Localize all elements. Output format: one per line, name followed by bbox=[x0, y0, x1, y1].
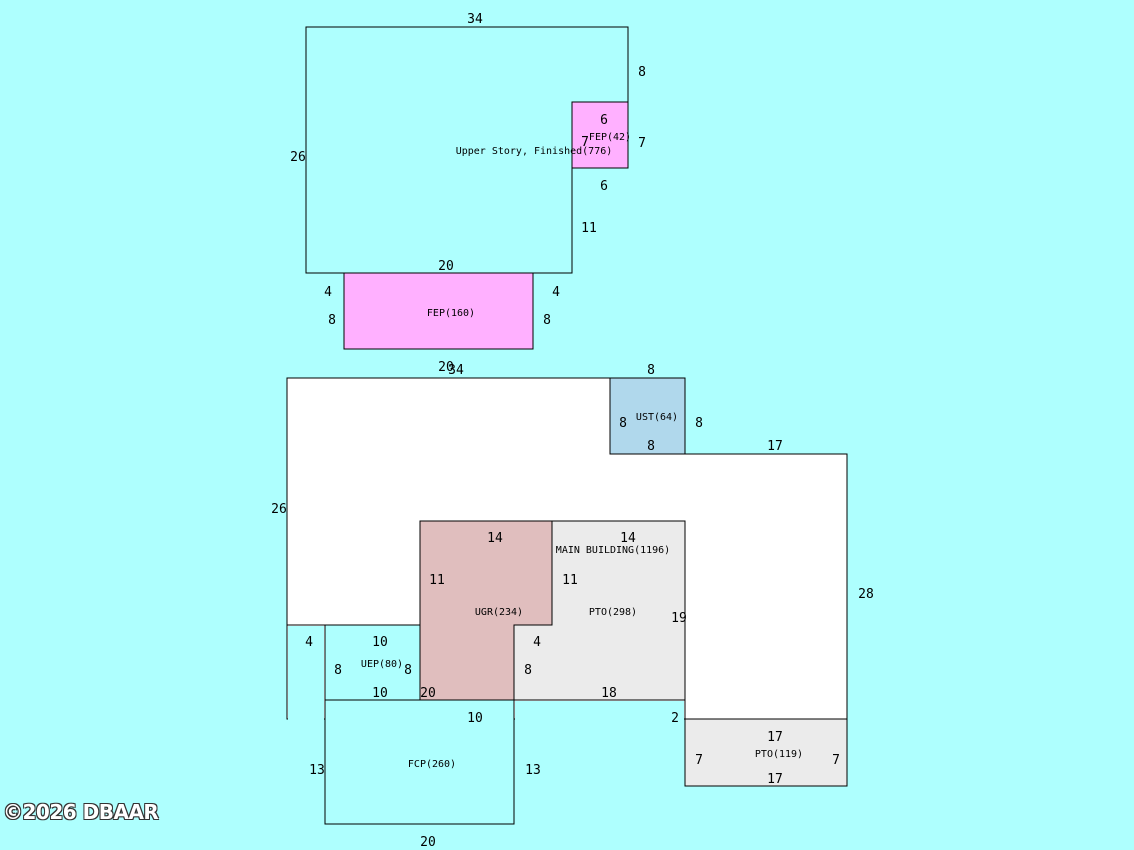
dim-label: 4 bbox=[533, 635, 541, 650]
pto-small-label: PTO(119) bbox=[755, 749, 803, 760]
dim-label: 26 bbox=[271, 502, 287, 517]
dim-label: 6 bbox=[600, 179, 608, 194]
dim-label: 6 bbox=[600, 113, 608, 128]
dim-label: 20 bbox=[420, 686, 436, 701]
dim-label: 8 bbox=[647, 439, 655, 454]
dim-label: 17 bbox=[767, 439, 783, 454]
uep-label: UEP(80) bbox=[361, 659, 403, 670]
fep-large-label: FEP(160) bbox=[427, 308, 475, 319]
dim-label: 8 bbox=[404, 663, 412, 678]
dim-label: 7 bbox=[832, 753, 840, 768]
pto-small-rect bbox=[684, 718, 848, 787]
fcp-label: FCP(260) bbox=[408, 759, 456, 770]
dim-label: 34 bbox=[448, 363, 464, 378]
dim-label: 8 bbox=[619, 416, 627, 431]
dim-label: 11 bbox=[429, 573, 445, 588]
dim-label: 34 bbox=[467, 12, 483, 27]
dim-label: 13 bbox=[309, 763, 325, 778]
dim-label: 10 bbox=[372, 686, 388, 701]
dim-label: 11 bbox=[562, 573, 578, 588]
dim-label: 14 bbox=[620, 531, 636, 546]
dim-label: 19 bbox=[671, 611, 687, 626]
dim-label: 7 bbox=[581, 135, 589, 150]
ust-label: UST(64) bbox=[636, 412, 678, 423]
ugr-label: UGR(234) bbox=[475, 607, 523, 618]
dim-label: 26 bbox=[290, 150, 306, 165]
dim-label: 8 bbox=[524, 663, 532, 678]
dim-label: 14 bbox=[487, 531, 503, 546]
fcp-rect bbox=[324, 699, 515, 825]
dim-label: 8 bbox=[543, 313, 551, 328]
main-lower-cutout bbox=[288, 626, 324, 824]
fep-small-label: FEP(42) bbox=[589, 132, 631, 143]
fep-large-rect bbox=[343, 272, 534, 350]
main-building-label: MAIN BUILDING(1196) bbox=[556, 545, 670, 556]
dim-label: 4 bbox=[324, 285, 332, 300]
fep-small-rect bbox=[571, 101, 629, 169]
copyright-watermark: ©2026 DBAAR bbox=[3, 800, 159, 824]
dim-label: 7 bbox=[638, 136, 646, 151]
dim-label: 11 bbox=[581, 221, 597, 236]
dim-label: 8 bbox=[638, 65, 646, 80]
dim-label: 4 bbox=[305, 635, 313, 650]
dim-label: 4 bbox=[552, 285, 560, 300]
dim-label: 8 bbox=[695, 416, 703, 431]
dim-label: 8 bbox=[334, 663, 342, 678]
pto-large-label: PTO(298) bbox=[589, 607, 637, 618]
dim-label: 13 bbox=[525, 763, 541, 778]
dim-label: 7 bbox=[695, 753, 703, 768]
dim-label: 8 bbox=[328, 313, 336, 328]
main-lower-cutout-2 bbox=[515, 701, 684, 824]
ust-rect bbox=[609, 377, 686, 455]
dim-label: 28 bbox=[858, 587, 874, 602]
dim-label: 20 bbox=[438, 360, 454, 375]
uep-rect bbox=[324, 624, 421, 701]
dim-label: 8 bbox=[647, 363, 655, 378]
dim-label: 18 bbox=[601, 686, 617, 701]
dim-label: 2 bbox=[671, 711, 679, 726]
upper-story-label: Upper Story, Finished(776) bbox=[456, 146, 613, 157]
dim-label: 20 bbox=[438, 259, 454, 274]
dim-label: 17 bbox=[767, 772, 783, 787]
dim-label: 10 bbox=[372, 635, 388, 650]
dim-label: 10 bbox=[467, 711, 483, 726]
dim-label: 20 bbox=[420, 835, 436, 850]
dim-label: 17 bbox=[767, 730, 783, 745]
